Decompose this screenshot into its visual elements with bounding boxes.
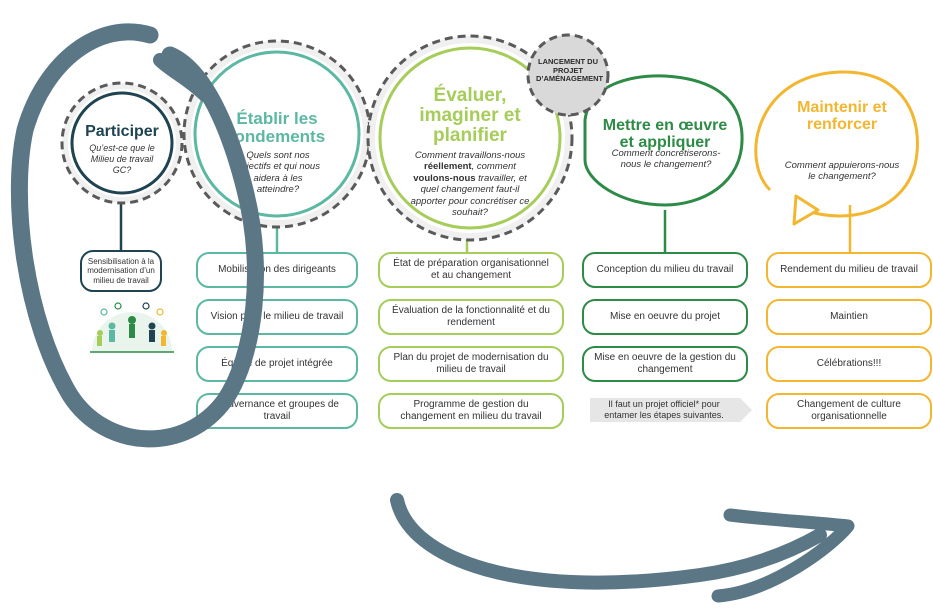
mettre-step-1: Conception du milieu du travail xyxy=(582,252,748,288)
maintenir-step-4: Changement de culture organisationnelle xyxy=(766,393,932,429)
etablir-step-1: Mobilisation des dirigeants xyxy=(196,252,358,288)
mettre-step-2: Mise en oeuvre du projet xyxy=(582,299,748,335)
evaluer-step-3: Plan du projet de modernisation du milie… xyxy=(378,346,564,382)
phase-mettre-title: Mettre en œuvre et appliquer xyxy=(602,117,728,151)
mettre-step-3: Mise en oeuvre de la gestion du changeme… xyxy=(582,346,748,382)
evaluer-step-4: Programme de gestion du changement en mi… xyxy=(378,393,564,429)
maintenir-step-3: Célébrations!!! xyxy=(766,346,932,382)
maintenir-step-2: Maintien xyxy=(766,299,932,335)
phase-evaluer-title: Évaluer, imaginer et planifier xyxy=(419,85,521,146)
maintenir-ring xyxy=(754,70,919,218)
mettre-note: Il faut un projet officiel* pour entamer… xyxy=(604,399,724,420)
people-illustration xyxy=(90,302,174,353)
phase-maintenir-title: Maintenir et renforcer xyxy=(797,99,887,133)
evaluer-step-2: Évaluation de la fonctionnalité et du re… xyxy=(378,299,564,335)
evaluer-q5: travailler, et quel changement faut-il a… xyxy=(410,172,530,218)
evaluer-q1: Comment travaillons-nous xyxy=(414,150,526,161)
participer-step-box: Sensibilisation à la modernisation d’un … xyxy=(80,250,162,292)
phase-participer-question: Qu’est-ce que le Milieu de travail GC? xyxy=(89,143,155,175)
phase-mettre-question: Comment concrétiserons-nous le changemen… xyxy=(611,148,721,171)
maintenir-step-1: Rendement du milieu de travail xyxy=(766,252,932,288)
phase-evaluer-question: Comment travaillons-nous réellement, com… xyxy=(403,150,537,218)
maintenir-arrowhead xyxy=(792,194,820,226)
etablir-step-2: Vision pour le milieu de travail xyxy=(196,299,358,335)
phase-maintenir-question: Comment appuierons-nous le changement? xyxy=(784,160,900,183)
evaluer-q4: voulons-nous xyxy=(413,172,476,184)
note-arrow-shape xyxy=(590,398,752,422)
phase-etablir-question: Quels sont nos objectifs et qui nous aid… xyxy=(236,150,320,196)
phase-participer-title: Participer xyxy=(85,123,159,140)
evaluer-step-1: État de préparation organisationnel et a… xyxy=(378,252,564,288)
evaluer-ring xyxy=(378,46,562,230)
evaluer-q2: réellement xyxy=(424,161,472,173)
evaluer-q3: , comment xyxy=(471,161,516,173)
launch-badge-label: LANCEMENT DU PROJET D’AMÉNAGEMENT xyxy=(536,57,604,84)
mettre-ring xyxy=(583,74,744,207)
phase-etablir-title: Établir les fondements xyxy=(228,109,326,146)
launch-badge-circle xyxy=(526,33,610,117)
etablir-step-4: Gouvernance et groupes de travail xyxy=(196,393,358,429)
etablir-step-3: Équipe de projet intégrée xyxy=(196,346,358,382)
